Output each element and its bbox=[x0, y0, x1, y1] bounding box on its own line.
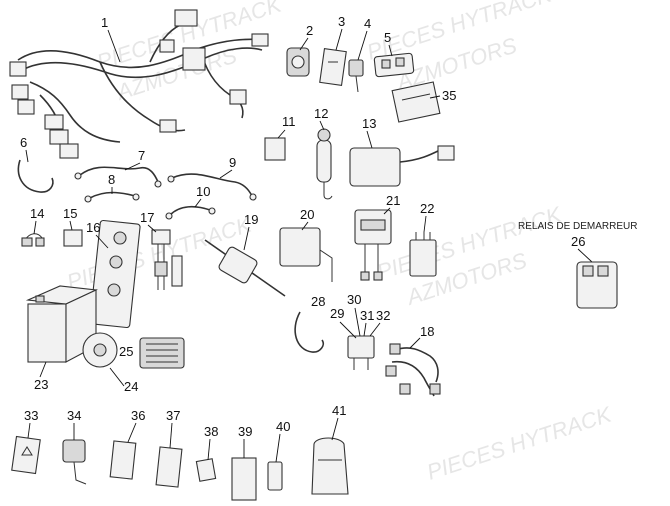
callout-23: 23 bbox=[34, 377, 48, 392]
callout-33: 33 bbox=[24, 408, 38, 423]
callout-9: 9 bbox=[229, 155, 236, 170]
callout-5: 5 bbox=[384, 30, 391, 45]
relay-icon bbox=[264, 137, 286, 161]
callout-6: 6 bbox=[20, 135, 27, 150]
handlebar-switch-icon bbox=[204, 239, 286, 297]
connector-icon bbox=[348, 59, 364, 93]
callout-24: 24 bbox=[124, 379, 138, 394]
connector-icon bbox=[62, 439, 87, 485]
callout-3: 3 bbox=[338, 14, 345, 29]
callout-25: 25 bbox=[119, 344, 133, 359]
relay-icon bbox=[195, 458, 217, 482]
cable-icon bbox=[74, 166, 162, 188]
callout-18: 18 bbox=[420, 324, 434, 339]
callout-11: 11 bbox=[282, 114, 296, 129]
callout-22: 22 bbox=[420, 201, 434, 216]
connector-icon bbox=[21, 233, 45, 247]
starter-relay-icon bbox=[576, 261, 618, 309]
regulator-icon bbox=[139, 337, 185, 369]
callout-29: 29 bbox=[330, 306, 344, 321]
switch-icon bbox=[11, 435, 41, 475]
callout-38: 38 bbox=[204, 424, 218, 439]
fuel-pump-icon bbox=[151, 229, 183, 290]
callout-4: 4 bbox=[364, 16, 371, 31]
switch-icon bbox=[319, 48, 347, 86]
sensor-icon bbox=[286, 47, 310, 77]
callout-37: 37 bbox=[166, 408, 180, 423]
callout-2: 2 bbox=[306, 23, 313, 38]
callout-16: 16 bbox=[86, 220, 100, 235]
wiring-harness-icon bbox=[9, 9, 269, 159]
clamp-icon bbox=[17, 159, 54, 193]
callout-21: 21 bbox=[386, 193, 400, 208]
callout-36: 36 bbox=[131, 408, 145, 423]
callout-19: 19 bbox=[244, 212, 258, 227]
relay-icon bbox=[409, 232, 437, 277]
callout-31: 31 bbox=[360, 308, 374, 323]
callout-34: 34 bbox=[67, 408, 81, 423]
battery-icon bbox=[25, 285, 99, 363]
callout-12: 12 bbox=[314, 106, 328, 121]
relay-icon bbox=[347, 335, 375, 370]
clamp-icon bbox=[294, 311, 325, 353]
cable-icon bbox=[167, 173, 257, 201]
callout-7: 7 bbox=[138, 148, 145, 163]
callout-20: 20 bbox=[300, 207, 314, 222]
callout-13: 13 bbox=[362, 116, 376, 131]
relay-section-title: RELAIS DE DEMARREUR bbox=[518, 221, 637, 232]
switch-cover-icon bbox=[311, 437, 349, 495]
callout-39: 39 bbox=[238, 424, 252, 439]
callout-15: 15 bbox=[63, 206, 77, 221]
callout-14: 14 bbox=[30, 206, 44, 221]
callout-41: 41 bbox=[332, 403, 346, 418]
cable-icon bbox=[165, 205, 216, 220]
fuse-box-icon bbox=[354, 209, 392, 281]
callout-32: 32 bbox=[376, 308, 390, 323]
callout-30: 30 bbox=[347, 292, 361, 307]
callout-1: 1 bbox=[101, 15, 108, 30]
horn-icon bbox=[82, 332, 118, 368]
switch-icon bbox=[231, 457, 257, 501]
cdi-icon bbox=[391, 81, 441, 123]
fuse-holder-icon bbox=[316, 128, 333, 200]
connector-icon bbox=[267, 461, 283, 491]
callout-8: 8 bbox=[108, 172, 115, 187]
horn-relay-icon bbox=[279, 227, 333, 282]
callout-28: 28 bbox=[311, 294, 325, 309]
switch-icon bbox=[109, 440, 137, 480]
switch-icon bbox=[155, 446, 183, 488]
fuse-block-icon bbox=[373, 52, 415, 78]
callout-26: 26 bbox=[571, 234, 585, 249]
watermark-text: PIECES HYTRACK bbox=[424, 401, 616, 484]
callout-40: 40 bbox=[276, 419, 290, 434]
callout-17: 17 bbox=[140, 210, 154, 225]
cable-icon bbox=[84, 191, 140, 203]
wiring-harness-icon bbox=[385, 343, 441, 397]
switch-panel-icon bbox=[89, 219, 141, 329]
ignition-coil-icon bbox=[349, 145, 455, 187]
callout-35: 35 bbox=[442, 88, 456, 103]
callout-10: 10 bbox=[196, 184, 210, 199]
relay-icon bbox=[63, 229, 83, 247]
